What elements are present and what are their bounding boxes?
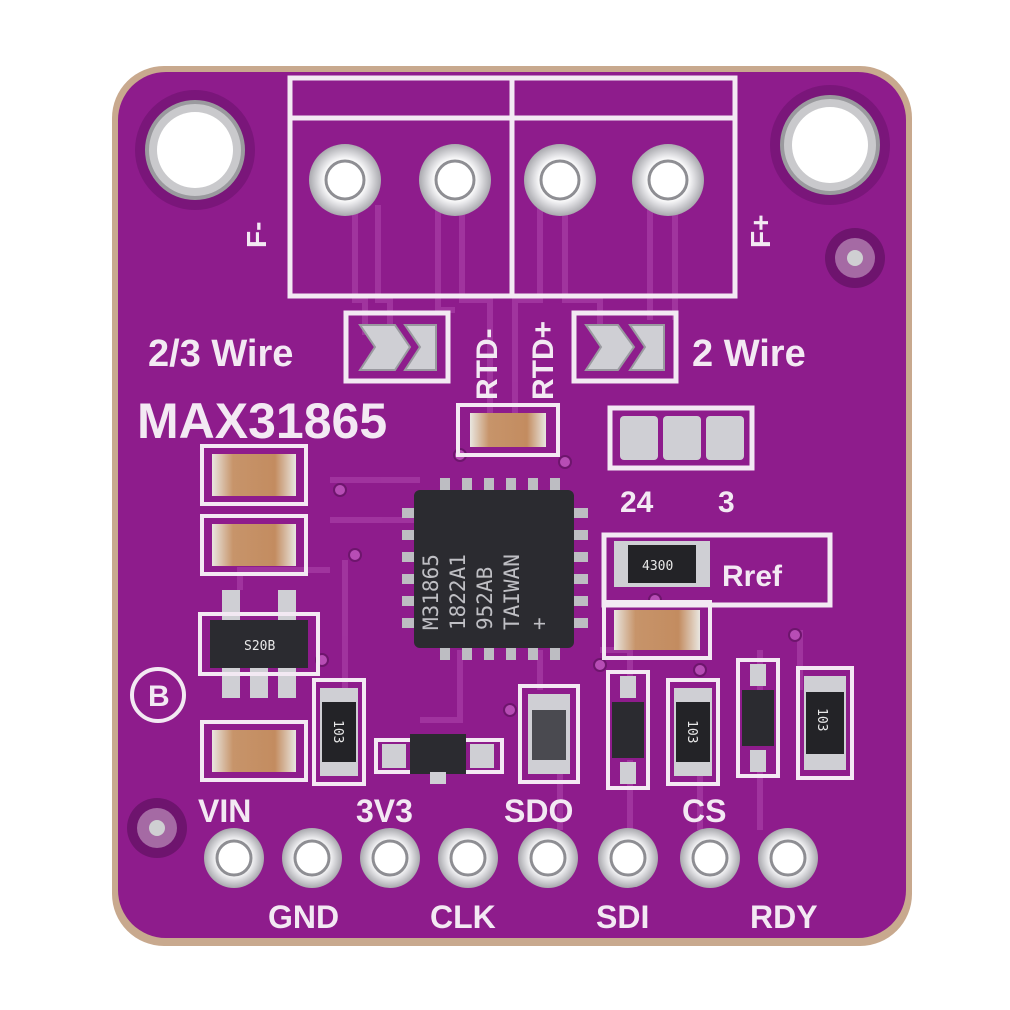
rtd-minus-label: RTD-	[471, 328, 504, 400]
jumper-label-3: 3	[718, 486, 735, 519]
pin-label-rdy: RDY	[750, 899, 818, 935]
svg-text:M31865: M31865	[419, 554, 443, 630]
test-point-top-right	[825, 228, 885, 288]
capacitor-grey	[518, 684, 580, 784]
pin-label-3v3: 3V3	[356, 793, 413, 829]
mounting-hole-left	[135, 90, 255, 210]
revision-circle	[130, 667, 186, 723]
max31865-chip	[402, 478, 588, 660]
diode-sdi	[606, 670, 650, 790]
jumper-label-2-wire: 2 Wire	[692, 333, 806, 375]
pin-label-cs: CS	[682, 793, 726, 829]
capacitor-right	[602, 600, 712, 660]
part-label: MAX31865	[137, 393, 387, 449]
diode-rdy	[736, 658, 780, 778]
pin-hole-rdy	[758, 828, 818, 888]
capacitor-left-3	[200, 720, 308, 782]
rref-code: 4300	[642, 559, 673, 574]
svg-text:1822A1: 1822A1	[446, 554, 470, 630]
pin-label-vin: VIN	[198, 793, 251, 829]
pin-hole-cs	[680, 828, 740, 888]
pin-header	[204, 828, 818, 888]
jumper-pads-left	[343, 310, 451, 384]
svg-text:TAIWAN: TAIWAN	[500, 554, 524, 630]
terminal-block-outline	[287, 75, 738, 299]
mounting-hole-right	[770, 85, 890, 205]
terminal-holes	[309, 144, 704, 216]
jumper-label-2-3-wire: 2/3 Wire	[148, 333, 293, 375]
copper-traces	[237, 205, 803, 830]
pin-label-sdo: SDO	[504, 793, 573, 829]
pin-hole-clk	[438, 828, 498, 888]
resistor-103-left	[312, 678, 366, 786]
force-minus-label: F-	[241, 222, 272, 248]
svg-text:952AB: 952AB	[473, 567, 497, 630]
capacitor-left-1	[200, 444, 308, 506]
pin-hole-sdi	[598, 828, 658, 888]
jumper-pads-right	[571, 310, 679, 384]
svg-text:+: +	[527, 617, 551, 630]
sot23-component	[374, 734, 504, 784]
pin-hole-sdo	[518, 828, 578, 888]
resistor-103-right	[796, 666, 854, 780]
voltage-regulator	[198, 590, 320, 698]
jumper-label-24: 24	[620, 486, 654, 519]
regulator-code: S20B	[244, 639, 275, 654]
chip-marking: M31865 1822A1 952AB TAIWAN +	[419, 554, 551, 630]
three-pad-jumper	[607, 405, 755, 471]
pin-hole-vin	[204, 828, 264, 888]
resistor-103-middle	[666, 678, 720, 786]
rref-outline	[601, 532, 833, 608]
force-plus-label: F+	[745, 215, 776, 248]
pin-hole-gnd	[282, 828, 342, 888]
capacitor-left-2	[200, 514, 308, 576]
resistor-code-middle: 103	[684, 720, 699, 743]
resistor-code-left: 103	[330, 720, 345, 743]
test-point-bottom-left	[127, 798, 187, 858]
capacitor-top	[456, 403, 560, 457]
pin-label-sdi: SDI	[596, 899, 649, 935]
rref-label: Rref	[722, 560, 783, 593]
revision-mark: B	[148, 680, 170, 713]
resistor-code-right: 103	[814, 708, 829, 731]
pin-label-clk: CLK	[430, 899, 496, 935]
pin-label-gnd: GND	[268, 899, 339, 935]
pin-hole-3v3	[360, 828, 420, 888]
rtd-plus-label: RTD+	[527, 321, 560, 400]
